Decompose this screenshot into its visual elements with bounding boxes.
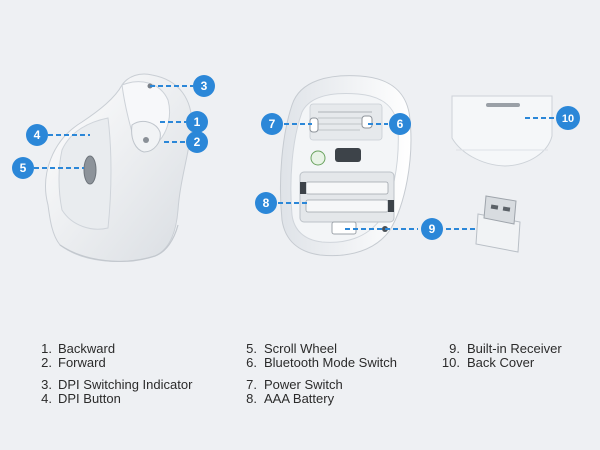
- legend-number: 10.: [440, 356, 460, 370]
- callout-number: 10: [562, 113, 574, 125]
- legend-number: 9.: [440, 342, 460, 356]
- callout-3: 3: [193, 75, 215, 97]
- callout-9: 9: [421, 218, 443, 240]
- legend-label: Bluetooth Mode Switch: [264, 356, 397, 370]
- battery-terminal: [388, 200, 394, 212]
- legend-label: AAA Battery: [264, 392, 334, 406]
- callout-number: 7: [269, 117, 276, 131]
- legend-item: 7. Power Switch: [243, 378, 257, 392]
- callout-1: 1: [186, 111, 208, 133]
- battery-compartment: [300, 172, 394, 222]
- receiver-slot: [332, 222, 356, 234]
- callout-number: 6: [397, 117, 404, 131]
- callout-number: 4: [34, 128, 41, 142]
- side-button-marker: [143, 137, 149, 143]
- battery-terminal: [300, 182, 306, 194]
- callout-number: 1: [194, 115, 201, 129]
- back-cover: [452, 96, 552, 166]
- legend-label: Built-in Receiver: [467, 342, 562, 356]
- legend-number: 6.: [243, 356, 257, 370]
- legend-item: 8. AAA Battery: [243, 392, 257, 406]
- legend-label: Forward: [58, 356, 106, 370]
- callout-5: 5: [12, 157, 34, 179]
- callout-number: 3: [201, 79, 208, 93]
- legend-item: 2. Forward: [38, 356, 52, 370]
- callout-number: 8: [263, 196, 270, 210]
- callout-2: 2: [186, 131, 208, 153]
- legend-number: 3.: [38, 378, 52, 392]
- usb-receiver: [476, 196, 520, 252]
- legend-label: Back Cover: [467, 356, 534, 370]
- callout-7: 7: [261, 113, 283, 135]
- callout-8: 8: [255, 192, 277, 214]
- callout-number: 9: [429, 222, 436, 236]
- callout-number: 2: [194, 135, 201, 149]
- legend-number: 8.: [243, 392, 257, 406]
- callout-4: 4: [26, 124, 48, 146]
- legend-item: 1. Backward: [38, 342, 52, 356]
- callout-6: 6: [389, 113, 411, 135]
- aaa-battery: [306, 182, 388, 194]
- aaa-battery: [306, 200, 388, 212]
- back-cover-slot: [486, 103, 520, 107]
- cert-mark: [311, 151, 325, 165]
- bluetooth-switch: [362, 116, 372, 128]
- scroll-wheel: [84, 156, 96, 184]
- legend-label: Scroll Wheel: [264, 342, 337, 356]
- legend-label: Power Switch: [264, 378, 343, 392]
- legend-label: DPI Button: [58, 392, 121, 406]
- callout-10: 10: [556, 106, 580, 130]
- legend-item: 5. Scroll Wheel: [243, 342, 257, 356]
- legend-number: 5.: [243, 342, 257, 356]
- legend-number: 1.: [38, 342, 52, 356]
- callout-number: 5: [20, 161, 27, 175]
- legend-item: 3. DPI Switching Indicator: [38, 378, 52, 392]
- legend-number: 7.: [243, 378, 257, 392]
- legend-label: DPI Switching Indicator: [58, 378, 192, 392]
- optical-sensor: [335, 148, 361, 162]
- legend-item: 4. DPI Button: [38, 392, 52, 406]
- legend-number: 2.: [38, 356, 52, 370]
- legend-item: 10. Back Cover: [440, 356, 460, 370]
- legend-item: 6. Bluetooth Mode Switch: [243, 356, 257, 370]
- legend-number: 4.: [38, 392, 52, 406]
- legend-item: 9. Built-in Receiver: [440, 342, 460, 356]
- legend-label: Backward: [58, 342, 115, 356]
